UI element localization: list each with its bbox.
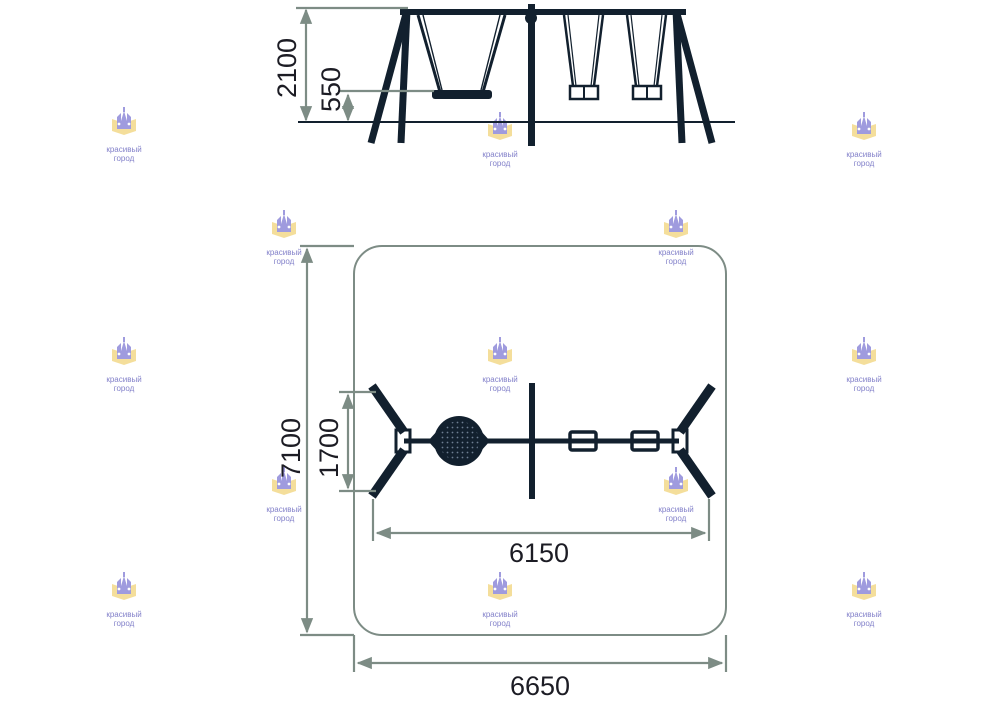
watermark-logo — [852, 572, 876, 600]
watermark-text: красивый — [266, 505, 301, 514]
top-beam — [400, 9, 686, 15]
right-leg — [672, 9, 686, 144]
dimension-frame-depth: 1700 — [314, 390, 376, 493]
watermark-text: город — [490, 159, 511, 168]
plan-center-post — [529, 383, 535, 499]
watermark-text: город — [114, 154, 135, 163]
watermark-text: город — [114, 384, 135, 393]
watermark-logo — [272, 210, 296, 238]
watermark-text: город — [274, 514, 295, 523]
watermark-text: красивый — [482, 375, 517, 384]
dimension-seat-height: 550 — [316, 67, 434, 122]
plan-right-frame — [671, 383, 716, 499]
dimension-zone-depth: 7100 — [276, 244, 354, 637]
plan-left-frame — [368, 383, 412, 499]
nest-swing — [416, 14, 507, 99]
plan-view: 7100 1700 6150 6650 — [276, 244, 728, 701]
watermark-logo — [852, 112, 876, 140]
dimension-label: 1700 — [314, 418, 344, 478]
dimension-label: 2100 — [272, 38, 302, 98]
watermark-logo — [852, 337, 876, 365]
plan-baby-seat — [568, 430, 598, 452]
watermark-logo — [112, 337, 136, 365]
watermark-layer: красивый город красивый город красивый г… — [106, 107, 882, 628]
right-leg — [672, 9, 716, 144]
dimension-label: 550 — [316, 67, 346, 112]
front-elevation: 2100 550 — [272, 4, 735, 146]
watermark-text: город — [490, 384, 511, 393]
watermark-text: город — [490, 619, 511, 628]
left-leg — [367, 9, 411, 144]
watermark-text: красивый — [106, 145, 141, 154]
watermark-text: красивый — [846, 150, 881, 159]
watermark-logo — [488, 337, 512, 365]
watermark-text: город — [854, 159, 875, 168]
watermark-text: город — [854, 384, 875, 393]
left-leg — [397, 9, 411, 144]
watermark-logo — [664, 210, 688, 238]
watermark-text: красивый — [658, 505, 693, 514]
watermark-logo — [488, 112, 512, 140]
plan-nest-swing — [428, 416, 490, 466]
watermark-text: город — [666, 514, 687, 523]
center-clamp — [525, 12, 537, 24]
watermark-text: город — [666, 257, 687, 266]
dimension-frame-height: 2100 — [272, 6, 408, 122]
watermark-logo — [488, 572, 512, 600]
dimension-label: 6150 — [509, 538, 569, 568]
watermark-logo — [112, 572, 136, 600]
watermark-logo — [112, 107, 136, 135]
watermark-text: красивый — [106, 375, 141, 384]
watermark-text: город — [274, 257, 295, 266]
center-post — [528, 4, 535, 146]
watermark-text: красивый — [658, 248, 693, 257]
watermark-text: красивый — [266, 248, 301, 257]
dimension-label: 7100 — [276, 418, 306, 478]
dimension-label: 6650 — [510, 671, 570, 701]
watermark-text: красивый — [846, 610, 881, 619]
watermark-text: красивый — [482, 610, 517, 619]
watermark-text: красивый — [846, 375, 881, 384]
dimension-frame-length: 6150 — [371, 499, 711, 568]
watermark-text: город — [854, 619, 875, 628]
watermark-logo — [664, 467, 688, 495]
watermark-text: красивый — [482, 150, 517, 159]
baby-seat-swing — [562, 14, 605, 101]
dimension-zone-width: 6650 — [352, 635, 728, 701]
watermark-text: красивый — [106, 610, 141, 619]
watermark-text: город — [114, 619, 135, 628]
plan-baby-seat — [630, 430, 660, 452]
baby-seat-swing — [625, 14, 668, 101]
